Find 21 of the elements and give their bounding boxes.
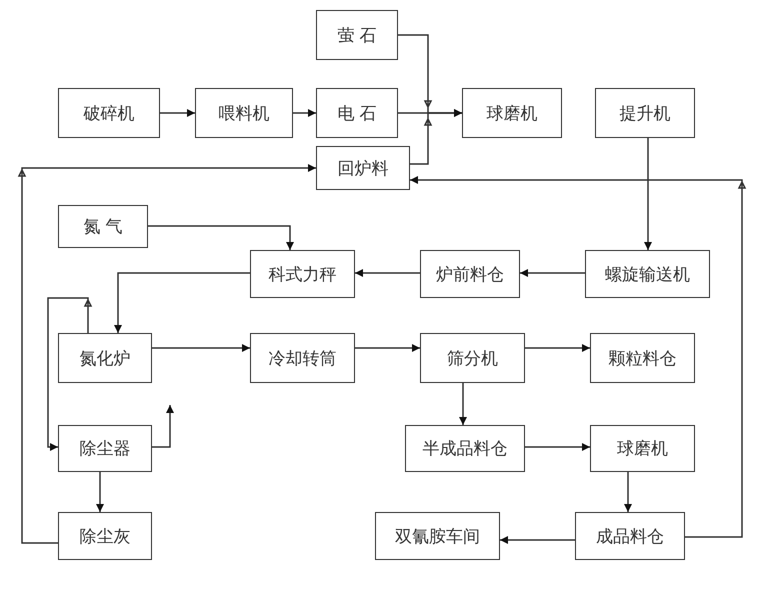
process-box: 除尘灰 [58, 512, 152, 560]
process-box: 筛分机 [420, 333, 525, 383]
process-box: 颗粒料仓 [590, 333, 695, 383]
process-box: 氮化炉 [58, 333, 152, 383]
process-box: 双氰胺车间 [375, 512, 500, 560]
process-box: 成品料仓 [575, 512, 685, 560]
process-box: 科式力秤 [250, 250, 355, 298]
process-box: 电 石 [316, 88, 398, 138]
process-box: 喂料机 [195, 88, 293, 138]
process-box: 半成品料仓 [405, 425, 525, 472]
process-box: 破碎机 [58, 88, 160, 138]
process-box: 提升机 [595, 88, 695, 138]
process-box: 球磨机 [590, 425, 695, 472]
process-box: 炉前料仓 [420, 250, 520, 298]
process-box: 螺旋输送机 [585, 250, 710, 298]
process-box: 萤 石 [316, 10, 398, 60]
process-box: 冷却转筒 [250, 333, 355, 383]
process-box: 氮 气 [58, 205, 148, 248]
process-box: 除尘器 [58, 425, 152, 472]
process-box: 回炉料 [316, 146, 410, 190]
process-box: 球磨机 [462, 88, 562, 138]
